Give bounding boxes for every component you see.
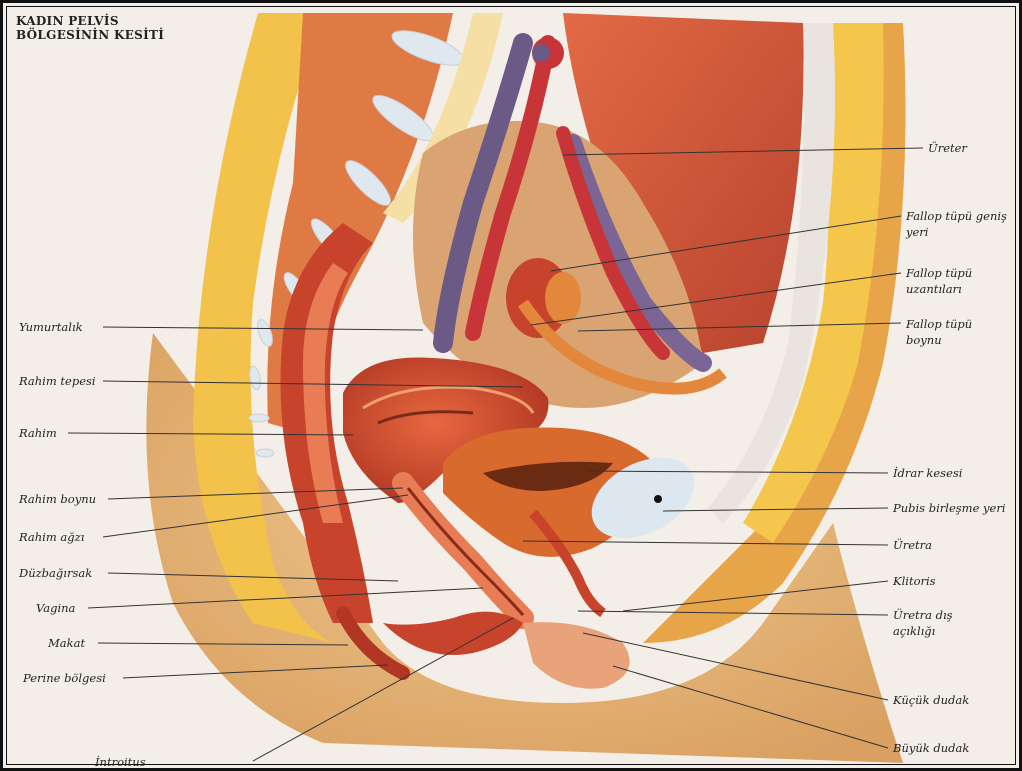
title-line-1: KADIN PELVİS: [16, 14, 164, 28]
label-uterus-fundus: Rahim tepesi: [19, 373, 96, 389]
label-urethra: Üretra: [893, 537, 1022, 553]
label-cervical-os: Rahim ağzı: [19, 529, 84, 545]
label-ovary: Yumurtalık: [19, 319, 83, 335]
label-labia-minora: Küçük dudak: [893, 692, 1022, 708]
labia: [523, 622, 630, 689]
label-cervix: Rahim boynu: [19, 491, 96, 507]
label-vagina: Vagina: [36, 600, 75, 616]
label-labia-majora: Büyük dudak: [893, 740, 1022, 756]
figure-title: KADIN PELVİS BÖLGESİNİN KESİTİ: [16, 14, 164, 42]
label-anus: Makat: [48, 635, 85, 651]
label-ureter: Üreter: [928, 140, 1022, 156]
label-uterus: Rahim: [19, 425, 57, 441]
label-introitus: İntroitus: [95, 754, 146, 770]
perineum: [383, 612, 523, 655]
title-line-2: BÖLGESİNİN KESİTİ: [16, 28, 164, 42]
pelvis-illustration: [3, 3, 1019, 768]
label-rectum: Düzbağırsak: [19, 565, 92, 581]
label-clitoris: Klitoris: [893, 573, 1022, 589]
label-bladder: İdrar kesesi: [893, 465, 1022, 481]
label-perineum: Perine bölgesi: [23, 670, 106, 686]
label-pubic-symphysis: Pubis birleşme yeri: [893, 500, 1022, 516]
